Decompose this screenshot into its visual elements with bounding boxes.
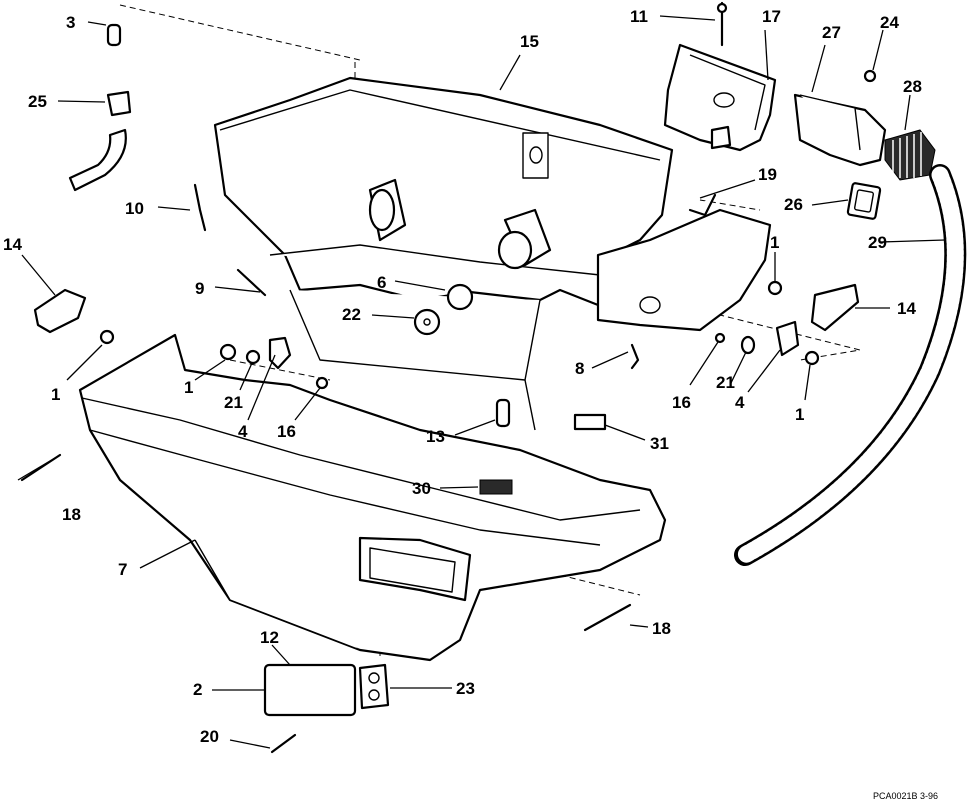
callout-16: 16 [672, 393, 691, 412]
callout-6: 6 [377, 273, 386, 292]
callout-17: 17 [762, 7, 781, 26]
callout-23: 23 [456, 679, 475, 698]
bracket-part [663, 43, 777, 152]
air-duct-part [793, 93, 887, 167]
callout-15: 15 [520, 32, 539, 51]
callout-16: 16 [277, 422, 296, 441]
leader-lines [17, 15, 946, 749]
callout-11: 11 [630, 7, 648, 26]
callout-21: 21 [716, 373, 735, 392]
callout-1: 1 [795, 405, 804, 424]
callout-12: 12 [260, 628, 279, 647]
callout-18: 18 [652, 619, 671, 638]
small-hardware [20, 1, 877, 754]
callout-24: 24 [880, 13, 899, 32]
callout-19: 19 [758, 165, 777, 184]
callout-18: 18 [62, 505, 81, 524]
callout-14: 14 [897, 299, 916, 318]
callout-4: 4 [238, 422, 248, 441]
lower-cover-part [78, 333, 667, 662]
callout-labels: 3 25 10 14 9 1 1 21 4 16 18 7 12 2 20 23… [3, 7, 938, 801]
callout-13: 13 [426, 427, 445, 446]
callout-3: 3 [66, 13, 75, 32]
callout-28: 28 [903, 77, 922, 96]
callout-20: 20 [200, 727, 219, 746]
callout-2: 2 [193, 680, 202, 699]
callout-4: 4 [735, 393, 745, 412]
callout-1: 1 [51, 385, 60, 404]
callout-14: 14 [3, 235, 22, 254]
callout-7: 7 [118, 560, 127, 579]
callout-31: 31 [650, 434, 669, 453]
callout-25: 25 [28, 92, 47, 111]
hose-part [734, 164, 967, 566]
callout-26: 26 [784, 195, 803, 214]
figure-code: PCA0021B 3-96 [873, 791, 938, 801]
rubber-boot-part [884, 129, 936, 181]
upper-cover-part [213, 76, 772, 431]
callout-27: 27 [822, 23, 841, 42]
callout-21: 21 [224, 393, 243, 412]
callout-1: 1 [184, 378, 193, 397]
callout-10: 10 [125, 199, 144, 218]
callout-1: 1 [770, 233, 779, 252]
callout-9: 9 [195, 279, 204, 298]
callout-8: 8 [575, 359, 584, 378]
callout-29: 29 [868, 233, 887, 252]
callout-22: 22 [342, 305, 361, 324]
callout-30: 30 [412, 479, 431, 498]
